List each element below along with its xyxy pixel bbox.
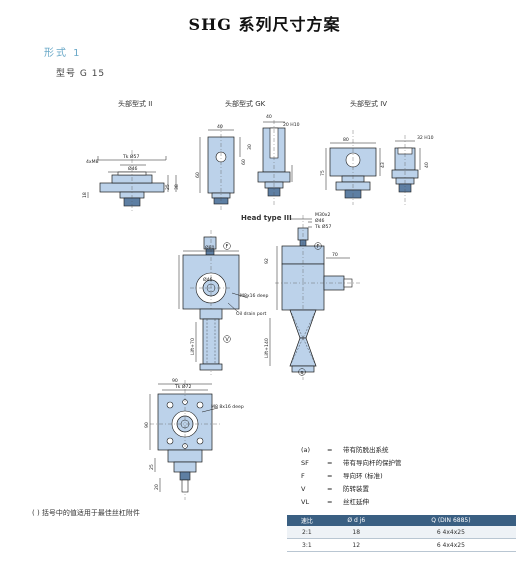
dim-d19: Ø80: [205, 244, 215, 251]
head-ii-label: 头部型式 II: [118, 100, 153, 108]
dim-d1: 4xM8: [86, 159, 99, 165]
footnote: ( ) 括号中的值适用于最佳丝杠附件: [32, 509, 140, 517]
form-label: 形式 1: [44, 48, 82, 59]
table-cell: 18: [326, 526, 386, 539]
head-iv-label: 头部型式 IV: [350, 100, 388, 108]
dim-iv-40: 40: [424, 162, 430, 168]
dim-d2: Tk Ø57: [122, 153, 139, 160]
dim-iii-1: M30x2: [315, 212, 331, 218]
legend-row: V=防转装置: [301, 485, 369, 493]
dim-d5: 38: [174, 184, 180, 190]
page-title: SHG 系列尺寸方案: [188, 15, 341, 34]
legend-row: (a)=带有防脱出系统: [301, 446, 389, 454]
dim-d13: 80: [343, 137, 349, 143]
dim-d25: 92: [264, 258, 270, 264]
head-ii-drawing: 4xM8 Tk Ø57 Ø46 25 38 18: [82, 150, 180, 212]
dim-iii-2: Ø46: [315, 217, 325, 224]
main-front-view: Ø80 Ø46 M8x16 deep Oil drain port Lift+7…: [178, 230, 268, 375]
head-iii-label: Head type III: [241, 214, 292, 222]
table-header-row: 速比 Ø d j6 Q (DIN 6885): [287, 515, 516, 526]
legend-row: SF=带有导向杆的保护管: [301, 459, 402, 467]
dim-d28: 20: [154, 484, 160, 490]
table-cell: 6 4x4x25: [385, 526, 516, 539]
dim-d24: M8 8x16 deep: [211, 404, 244, 410]
marker-a-label: a: [301, 370, 304, 376]
marker-a: [298, 368, 306, 376]
dim-d14: 75: [320, 170, 326, 176]
table-cell: 3:1: [287, 538, 327, 552]
dim-d9: 20 H10: [283, 122, 300, 128]
dim-d20: Ø46: [203, 276, 213, 283]
dim-d29: 90: [172, 378, 178, 384]
dim-d31: Lift+140: [264, 338, 270, 358]
table-cell: 6 4x4x25: [385, 538, 516, 552]
marker-f-front-label: F: [226, 244, 229, 250]
legend-row: VL=丝杠延伸: [301, 498, 369, 506]
table-header-diameter: Ø d j6: [326, 515, 386, 526]
dim-d22: Oil drain port: [236, 311, 267, 317]
main-side-view: M30x2 Ø46 Tk Ø57 92 70 Lift+140 F a: [264, 212, 360, 380]
marker-v-front: [223, 335, 231, 343]
dim-d6: 18: [82, 192, 88, 198]
bottom-plan-view: 90 Tk Ø72 M8 8x16 deep 90 25 20: [144, 378, 244, 500]
dim-d3: Ø46: [128, 165, 138, 172]
legend: (a)=带有防脱出系统 SF=带有导向杆的保护管 F=导向环 (标准) V=防转…: [301, 444, 402, 506]
dim-d26: 70: [332, 252, 338, 258]
dim-d23: Tk Ø72: [174, 383, 191, 390]
table-cell: 12: [326, 538, 386, 552]
dim-gk-40: 40: [266, 114, 272, 120]
dim-d8: 60: [195, 172, 201, 178]
dim-d4: 25: [165, 184, 171, 190]
head-gk-drawing: 40 60 60 30 20 H10 40: [195, 114, 300, 210]
spec-table: 速比 Ø d j6 Q (DIN 6885) 2:1 18 6 4x4x25 3…: [287, 515, 516, 552]
dim-d11: 30: [247, 144, 253, 150]
marker-f-side-label: F: [317, 244, 320, 250]
table-row: 2:1 18 6 4x4x25: [287, 526, 516, 539]
dim-d7: 40: [217, 124, 223, 130]
marker-f-front: [223, 242, 231, 250]
table-cell: 2:1: [287, 526, 327, 539]
dim-d27: 25: [149, 464, 155, 470]
front-spindle-tube: [202, 318, 220, 365]
table-header-key: Q (DIN 6885): [385, 515, 516, 526]
dim-d21: M8x16 deep: [240, 293, 268, 299]
dim-d17: 43: [380, 162, 386, 168]
dim-d30: Lift+70: [190, 338, 196, 355]
dim-d15: 32 H10: [417, 135, 434, 141]
marker-v-front-label: V: [225, 337, 229, 343]
dim-d10: 60: [241, 159, 247, 165]
table-header-ratio: 速比: [287, 515, 327, 526]
legend-row: F=导向环 (标准): [301, 472, 383, 480]
dim-iii-3: Tk Ø57: [314, 223, 331, 230]
model-label: 型号 G 15: [56, 69, 106, 79]
table-row: 3:1 12 6 4x4x25: [287, 538, 516, 552]
marker-f-side: [314, 242, 322, 250]
head-iv-drawing: 80 75 43 32 H10 40: [320, 130, 434, 205]
dim-bottom-90: 90: [144, 422, 150, 428]
head-gk-label: 头部型式 GK: [225, 100, 266, 108]
